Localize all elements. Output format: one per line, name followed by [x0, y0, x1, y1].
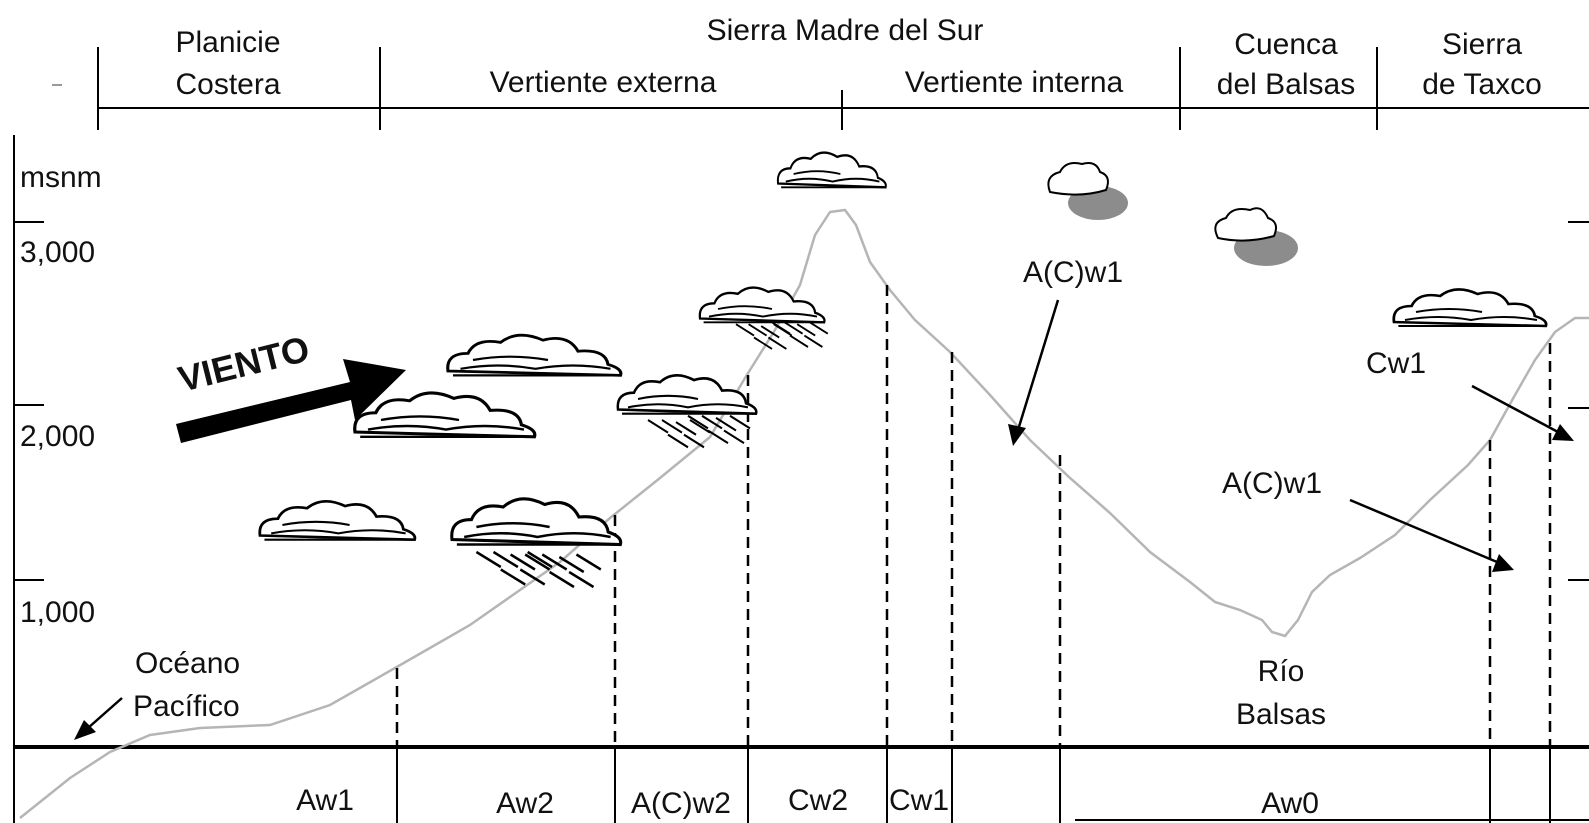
- header-band: [97, 47, 1589, 130]
- river-label-line1: Río: [1258, 655, 1305, 688]
- cloud: [1392, 288, 1548, 328]
- zone-label: Aw2: [496, 787, 554, 820]
- rain-cloud: [616, 374, 758, 449]
- cloud: [446, 333, 623, 377]
- y-tick-label: 2,000: [20, 420, 95, 453]
- region-planicie-line2: Costera: [175, 68, 280, 101]
- river-label-line2: Balsas: [1236, 698, 1326, 731]
- cloud: [353, 391, 537, 439]
- rain-cloud: [450, 497, 623, 589]
- y-tick-label: 1,000: [20, 596, 95, 629]
- region-vertiente-interna: Vertiente interna: [905, 66, 1124, 99]
- wind-label: VIENTO: [174, 328, 313, 400]
- zone-label: Cw1: [889, 784, 949, 817]
- annotation-arrow: [1471, 384, 1574, 441]
- wind-arrow: [176, 359, 406, 443]
- climate-label-cw1: Cw1: [1366, 347, 1426, 380]
- rain-cloud: [698, 286, 829, 350]
- climate-label-acw1-right: A(C)w1: [1222, 467, 1322, 500]
- zone-label: Aw1: [296, 784, 354, 817]
- zone-label: Cw2: [788, 784, 848, 817]
- zone-label: A(C)w2: [631, 787, 731, 820]
- climate-label-acw1-top: A(C)w1: [1023, 256, 1123, 289]
- shadow-cloud: [1047, 162, 1128, 220]
- cloud: [258, 499, 417, 542]
- region-taxco-line2: de Taxco: [1422, 68, 1542, 101]
- cloud: [776, 151, 888, 189]
- y-axis: [13, 135, 1589, 823]
- shadow-cloud: [1214, 207, 1298, 266]
- region-cuenca-line1: Cuenca: [1234, 28, 1338, 61]
- terrain-profile: [19, 208, 1589, 819]
- region-taxco-line1: Sierra: [1442, 28, 1522, 61]
- region-vertiente-externa: Vertiente externa: [490, 66, 717, 99]
- zone-dividers: [396, 747, 1589, 823]
- y-axis-unit: msnm: [20, 161, 102, 194]
- ocean-label-line1: Océano: [135, 647, 240, 680]
- zone-label: Aw0: [1261, 787, 1319, 820]
- zone-boundaries: [395, 285, 1552, 747]
- ocean-label-line2: Pacífico: [133, 690, 240, 723]
- y-tick-label: 3,000: [20, 236, 95, 269]
- region-planicie-line1: Planicie: [175, 26, 280, 59]
- annotation-arrow: [1008, 299, 1060, 446]
- ocean-arrow: [74, 697, 123, 740]
- region-sierra-madre: Sierra Madre del Sur: [707, 14, 984, 47]
- annotation-arrow: [1349, 498, 1514, 572]
- region-cuenca-line2: del Balsas: [1217, 68, 1355, 101]
